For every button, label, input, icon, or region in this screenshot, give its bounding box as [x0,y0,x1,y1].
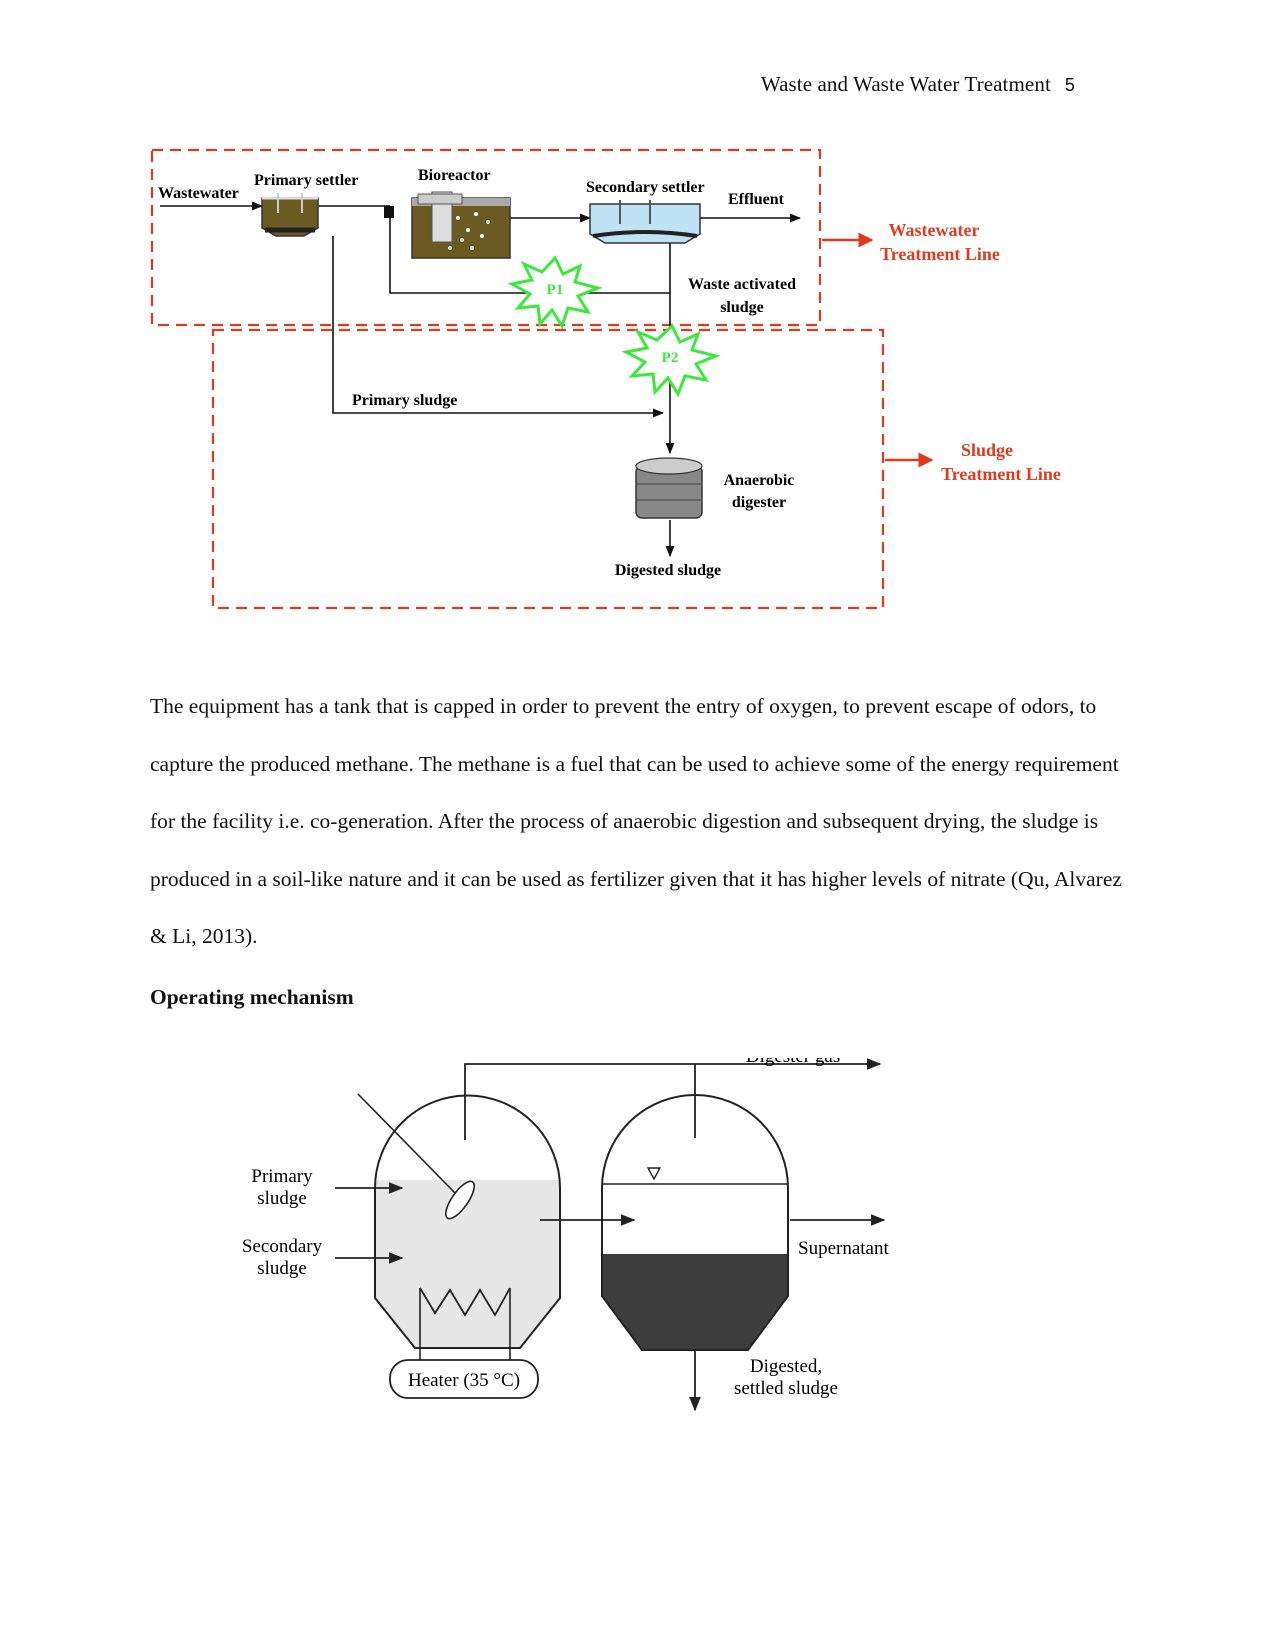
secondary-sludge-label: Secondary [242,1236,323,1257]
paragraph-text: The equipment has a tank that is capped … [150,694,1122,948]
heater-box [389,1359,539,1399]
running-title: Waste and Waste Water Treatment [760,72,1051,96]
secondary-settler [589,200,701,244]
bioreactor-label: Bioreactor [418,167,491,184]
primary-settler [261,193,319,237]
gas-pipe [464,1058,882,1140]
primary-sludge-label: Primary [251,1166,313,1187]
heater-coil [419,1287,511,1317]
heater-label: Heater (35 °C) [408,1370,520,1391]
mixer-shaft [357,1093,456,1194]
digested-sludge-label-2: settled sludge [734,1378,838,1399]
p1-label: P1 [547,282,564,298]
waste-activated-label: Waste activated [688,276,796,293]
digester-mechanism-diagram: Heater (35 °C) Digester gas Primary slud… [242,1058,889,1412]
digested-sludge-label: Digested sludge [615,562,721,579]
digester-gas-label: Digester gas [746,1058,840,1067]
wastewater-label: Wastewater [158,185,239,202]
wastewater-line-title: Wastewater [889,220,980,240]
anaerobic-digester-label: Anaerobic [724,472,795,489]
page-number: 5 [1064,75,1075,95]
primary-settler-label: Primary settler [254,172,358,189]
mixer-blade-icon [444,1180,476,1220]
sludge-line-box [211,328,885,610]
digested-sludge-label: Digested, [750,1356,822,1377]
secondary-settler-label: Secondary settler [586,179,705,196]
wastewater-line-title-2: Treatment Line [880,244,1000,264]
secondary-sludge-label-2: sludge [257,1258,307,1279]
recycle-pump [384,206,394,218]
section-heading: Operating mechanism [150,985,354,1009]
supernatant-label: Supernatant [798,1238,889,1259]
primary-sludge-label: Primary sludge [352,392,457,409]
water-level-icon [646,1167,662,1181]
page-header: Waste and Waste Water Treatment 5 [761,72,1075,97]
bioreactor [411,191,511,259]
anaerobic-digester-label-2: digester [732,494,786,511]
p2-burst: P2 [621,323,721,398]
p2-label: P2 [662,350,679,366]
waste-activated-label-2: sludge [720,299,764,316]
p1-burst: P1 [507,255,603,330]
sludge-line-title: Sludge [961,440,1013,460]
settling-tank [601,1094,789,1351]
body-paragraph: The equipment has a tank that is capped … [150,678,1140,966]
effluent-label: Effluent [728,191,785,208]
primary-digester-tank [357,1093,561,1363]
sludge-line-title-2: Treatment Line [941,464,1061,484]
treatment-line-diagram: P1 P2 Wastewater Primary settler Bioreac… [150,148,1061,610]
primary-sludge-label-2: sludge [257,1188,307,1209]
primary-sludge-line [332,236,665,418]
wastewater-line-box [150,148,822,327]
anaerobic-digester [635,457,703,519]
